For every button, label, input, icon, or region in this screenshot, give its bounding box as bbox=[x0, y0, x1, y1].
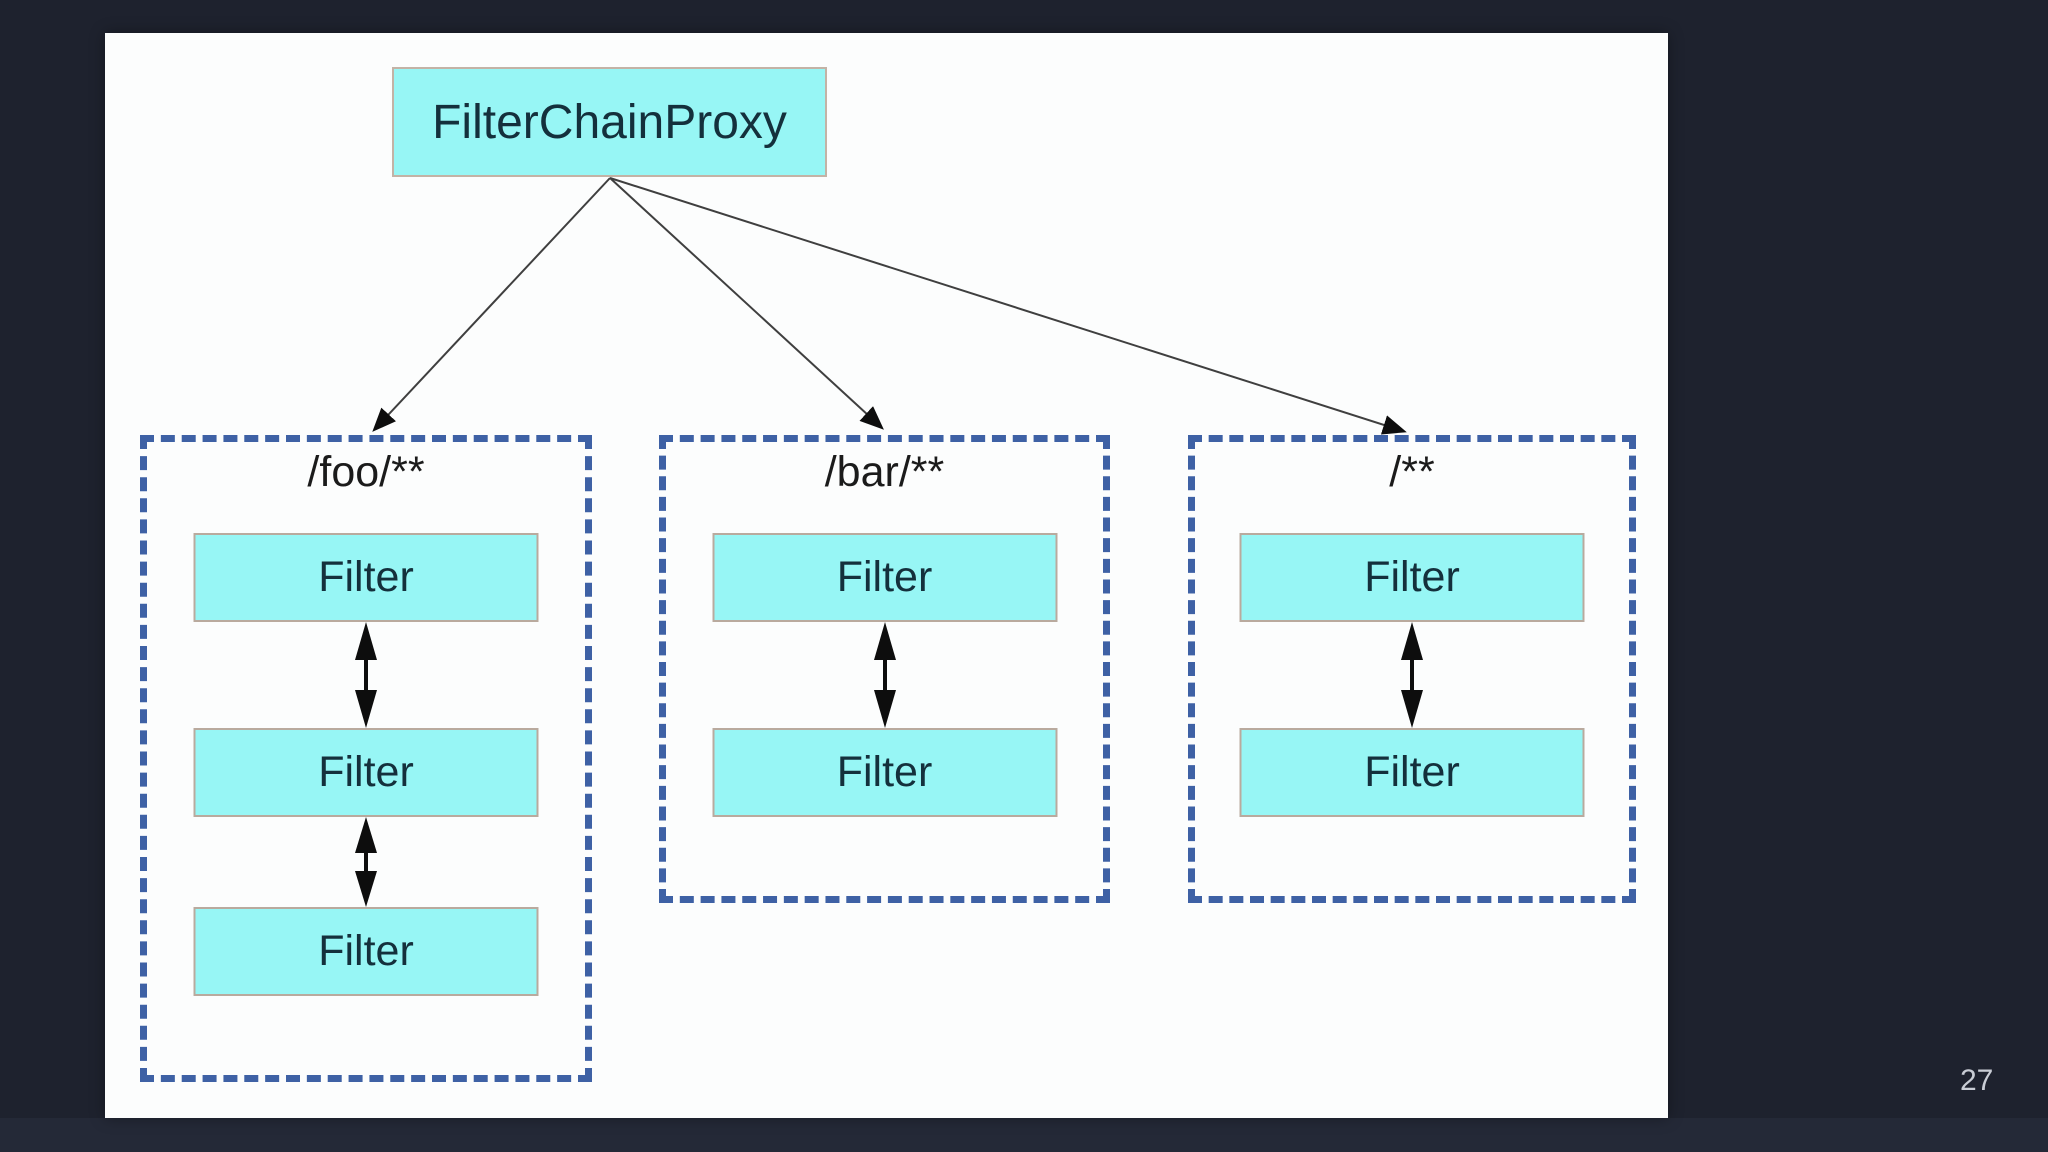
bidirectional-arrow-icon bbox=[863, 622, 907, 728]
filter-node: Filter bbox=[193, 533, 539, 622]
filter-chain-box-foo: /foo/** Filter Filter Filter bbox=[140, 435, 592, 1082]
filter-node: Filter bbox=[1239, 533, 1585, 622]
filter-node: Filter bbox=[193, 907, 539, 996]
bidirectional-arrow-icon bbox=[1390, 622, 1434, 728]
bidirectional-arrow-icon bbox=[344, 817, 388, 907]
filter-chain-box-all: /** Filter Filter bbox=[1188, 435, 1636, 903]
filter-node: Filter bbox=[1239, 728, 1585, 817]
filter-chain-box-bar: /bar/** Filter Filter bbox=[659, 435, 1110, 903]
chain-pattern-label: /bar/** bbox=[824, 448, 945, 496]
slide-canvas: FilterChainProxy /foo/** Filter bbox=[105, 33, 1668, 1118]
filter-chain-proxy-label: FilterChainProxy bbox=[432, 95, 787, 149]
bidirectional-arrow-icon bbox=[344, 622, 388, 728]
background-bottom-strip bbox=[0, 1118, 2048, 1152]
chain-pattern-label: /foo/** bbox=[307, 448, 425, 496]
filter-node: Filter bbox=[712, 533, 1057, 622]
page-number: 27 bbox=[1960, 1064, 1994, 1097]
filter-chain-proxy-node: FilterChainProxy bbox=[392, 67, 827, 177]
filter-node: Filter bbox=[193, 728, 539, 817]
filter-node: Filter bbox=[712, 728, 1057, 817]
chain-pattern-label: /** bbox=[1389, 448, 1435, 496]
